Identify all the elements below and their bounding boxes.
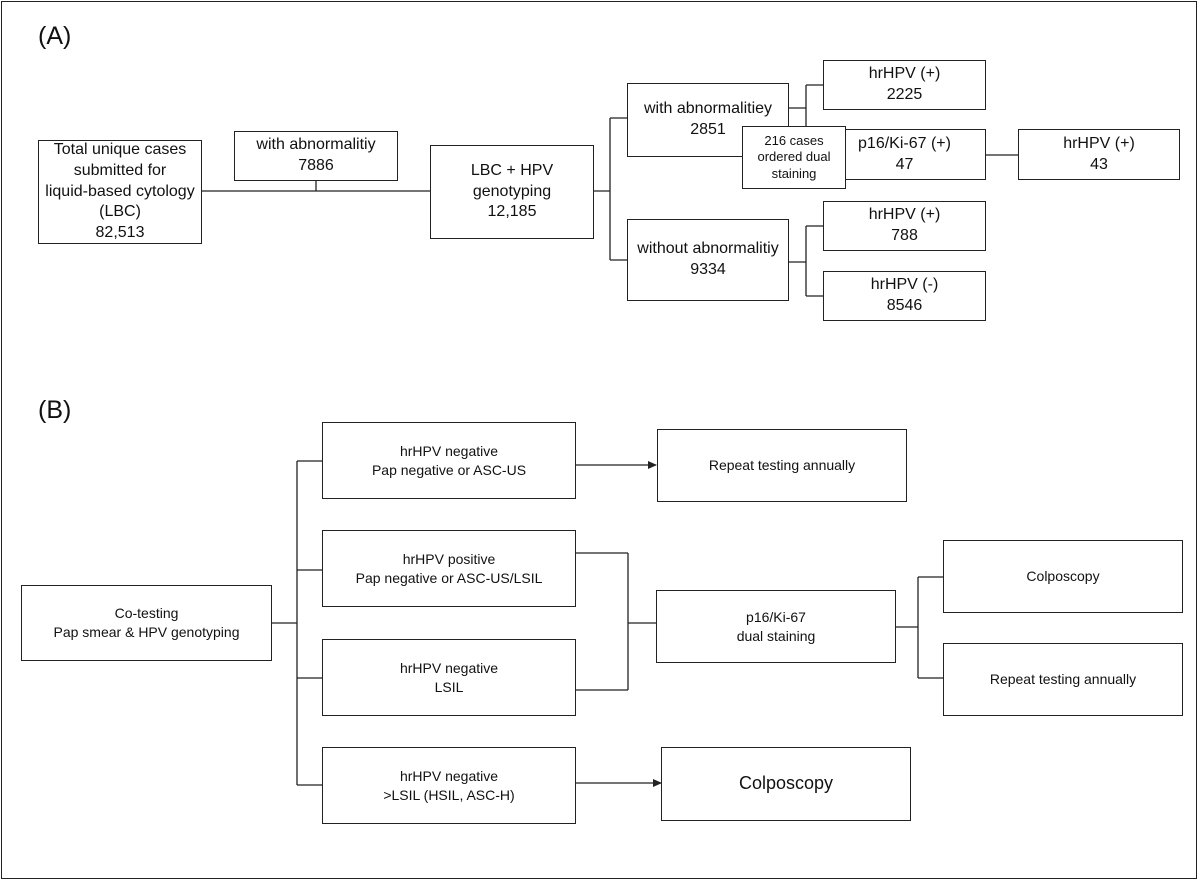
hrhpv-pos-788-box: hrHPV (+) 788 bbox=[823, 201, 986, 251]
with-abnormality-box: with abnormalitiy 7886 bbox=[234, 131, 398, 181]
without-abnormality-box: without abnormalitiy 9334 bbox=[627, 219, 789, 301]
repeat-testing-right-box: Repeat testing annually bbox=[943, 643, 1183, 716]
hrhpv-neg-lsil-box: hrHPV negative LSIL bbox=[322, 639, 576, 716]
hrhpv-pos-lsil-box: hrHPV positive Pap negative or ASC-US/LS… bbox=[322, 530, 576, 607]
colposcopy-right-box: Colposcopy bbox=[943, 540, 1183, 613]
hrhpv-neg-8546-box: hrHPV (-) 8546 bbox=[823, 271, 986, 321]
repeat-testing-top-box: Repeat testing annually bbox=[657, 429, 907, 502]
dual-staining-box: p16/Ki-67 dual staining bbox=[656, 590, 896, 663]
hrhpv-neg-hsil-box: hrHPV negative >LSIL (HSIL, ASC-H) bbox=[322, 747, 576, 824]
total-cases-box: Total unique cases submitted for liquid-… bbox=[38, 140, 202, 244]
cotesting-box: Co-testing Pap smear & HPV genotyping bbox=[21, 585, 272, 661]
hrhpv-pos-43-box: hrHPV (+) 43 bbox=[1018, 129, 1180, 180]
panel-a-label: (A) bbox=[38, 22, 72, 50]
hrhpv-pos-2225-box: hrHPV (+) 2225 bbox=[823, 60, 986, 110]
lbc-hpv-genotyping-box: LBC + HPV genotyping 12,185 bbox=[430, 145, 594, 239]
hrhpv-neg-ascus-box: hrHPV negative Pap negative or ASC-US bbox=[322, 422, 576, 499]
colposcopy-bottom-box: Colposcopy bbox=[661, 747, 911, 821]
panel-b-label: (B) bbox=[38, 396, 72, 424]
p16-ki67-pos-box: p16/Ki-67 (+) 47 bbox=[823, 129, 986, 180]
dual-staining-order-box: 216 cases ordered dual staining bbox=[742, 126, 846, 189]
